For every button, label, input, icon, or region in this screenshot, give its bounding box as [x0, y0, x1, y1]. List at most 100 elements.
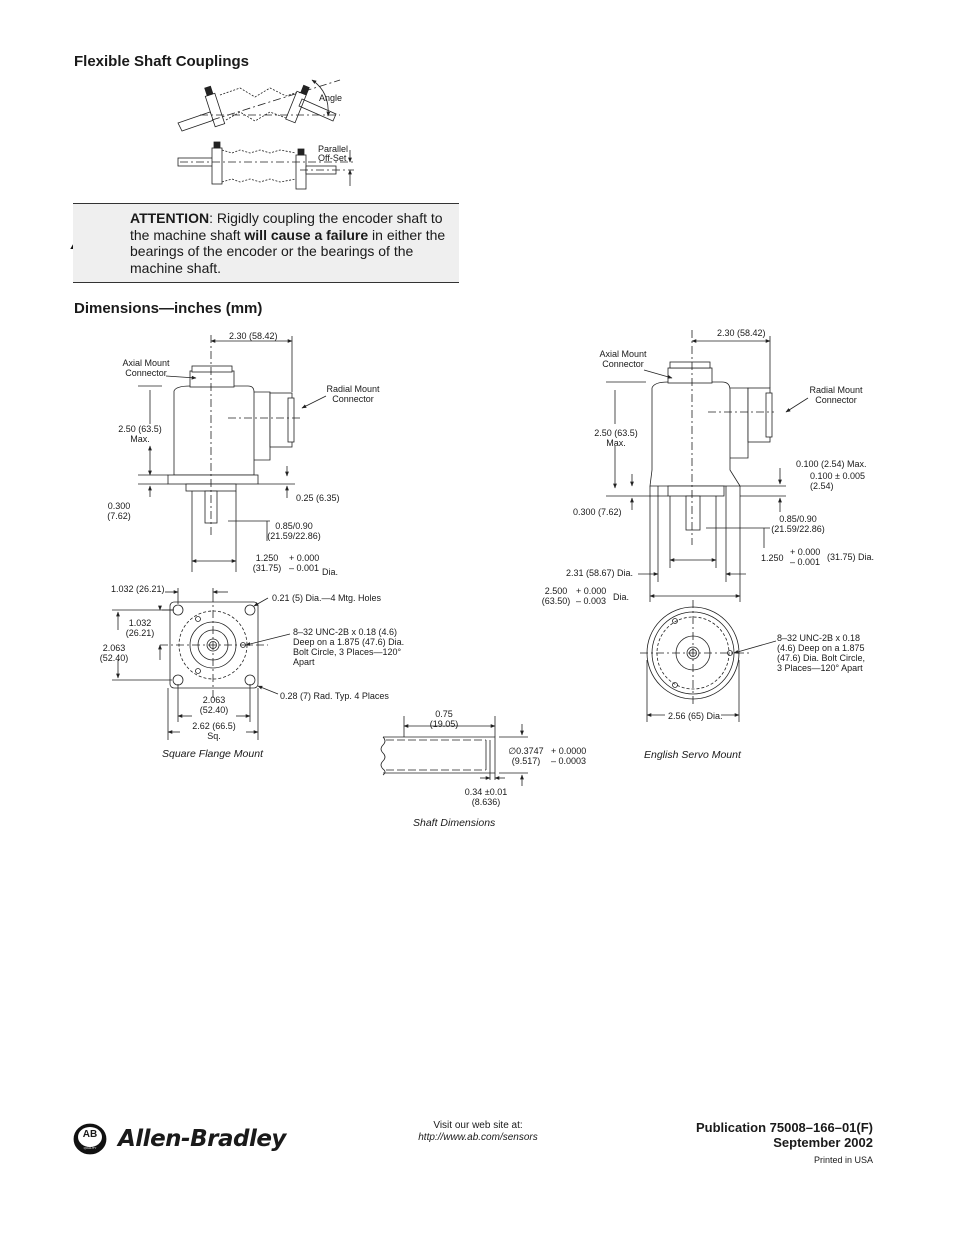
square-mount-front-view [112, 588, 291, 740]
sq-flange-label: 0.300(7.62) [104, 501, 134, 521]
sq-shaft-len-line1: 0.85/0.90 [275, 521, 313, 531]
shaft-flat-label: 0.34 ±0.01(8.636) [458, 787, 514, 807]
servo-height-line1: 2.50 (63.5) [594, 428, 638, 438]
servo-axial-line2: Connector [602, 359, 644, 369]
servo-flange-dia: 2.500(63.50) [540, 586, 572, 606]
attention-text-part2: in either the bearings of the encoder or… [130, 226, 446, 276]
servo-shaft-len-line2: (21.59/22.86) [771, 524, 825, 534]
servo-flange-dia-line2: (63.50) [541, 596, 571, 606]
sq-overall-line2: Sq. [207, 731, 221, 741]
servo-height-label: 2.50 (63.5)Max. [590, 428, 642, 448]
couplings-heading: Flexible Shaft Couplings [74, 53, 250, 70]
sq-flange-line2: (7.62) [107, 511, 131, 521]
shaft-dia-line1: ∅0.3747 [508, 746, 544, 756]
sq-height-label: 2.50 (63.5)Max. [114, 424, 166, 444]
sq-mtg-holes: 0.21 (5) Dia.—4 Mtg. Holes [272, 593, 382, 603]
servo-radial-line2: Connector [815, 395, 857, 405]
dimensions-heading: Dimensions—inches (mm) [74, 300, 263, 317]
sq-overall-line1: 2.62 (66.5) [192, 721, 236, 731]
sq-pilot-dia-line2: (31.75) [252, 563, 282, 573]
sq-bottom-dim: 2.063(52.40) [196, 695, 232, 715]
servo-tol-line2: (2.54) [810, 481, 834, 491]
sq-pilot-dia-line1: 1.250 [255, 553, 279, 563]
publication-number: Publication 75008–166–01(F) [695, 1120, 873, 1135]
servo-mount-side-view [606, 330, 809, 602]
sq-bolt-line2: Deep on a 1.875 (47.6) Dia. [293, 637, 405, 647]
parallel-label: Parallel Off-Set [318, 145, 348, 163]
shaft-caption: Shaft Dimensions [413, 817, 496, 829]
parallel-label-line1: Parallel [318, 144, 349, 154]
sq-radial-line2: Connector [332, 394, 374, 404]
servo-height-line2: Max. [606, 438, 626, 448]
ab-logo-letters: AB [82, 1129, 98, 1140]
shaft-dia-line2: (9.517) [511, 756, 541, 766]
servo-tol-line1: 0.100 ± 0.005 [810, 471, 865, 481]
angle-label: Angle [319, 93, 343, 103]
brand-name: Allen-Bradley [118, 1126, 286, 1152]
sq-pilot-dia: 1.250(31.75) [252, 553, 282, 573]
publication-block: Publication 75008–166–01(F) September 20… [640, 1120, 873, 1165]
servo-max-note: 0.100 (2.54) Max. [796, 459, 867, 469]
servo-width-top: 2.30 (58.42) [717, 328, 766, 338]
shaft-len-line1: 0.75 [435, 709, 453, 719]
sq-side-line2: (52.40) [99, 653, 129, 663]
attention-text-part1: : Rigidly coupling the encoder shaft to … [130, 210, 443, 243]
sq-radius-note: 0.28 (7) Rad. Typ. 4 Places [280, 691, 389, 701]
sq-radial-line1: Radial Mount [326, 384, 380, 394]
sq-height-line2: Max. [130, 434, 150, 444]
shaft-len-line2: (19.05) [429, 719, 459, 729]
servo-tol-note: 0.100 ± 0.005(2.54) [810, 471, 865, 491]
parallel-label-line2: Off-Set [318, 153, 347, 163]
shaft-dia-label: ∅0.3747(9.517) [506, 746, 546, 766]
sq-pilot-tol: + 0.000– 0.001 [289, 553, 319, 573]
printed-in: Printed in USA [813, 1155, 873, 1165]
servo-bolt-line2: (4.6) Deep on a 1.875 [777, 643, 865, 653]
shaft-length-label: 0.75(19.05) [426, 709, 462, 729]
sq-bottom-line2: (52.40) [199, 705, 229, 715]
servo-flange-dia-unit: Dia. [613, 592, 630, 602]
shaft-flat-line1: 0.34 ±0.01 [464, 787, 508, 797]
servo-tol-minus: – 0.001 [790, 557, 821, 567]
servo-radial-line1: Radial Mount [809, 385, 863, 395]
sq-bolt-line4: Apart [293, 657, 315, 667]
square-mount-caption: Square Flange Mount [162, 748, 263, 760]
sq-bolt-line1: 8–32 UNC-2B x 0.18 (4.6) [293, 627, 398, 637]
sq-width-top: 2.30 (58.42) [229, 331, 278, 341]
shaft-dimension-drawing [380, 716, 528, 786]
sq-tol-minus: – 0.001 [289, 563, 320, 573]
attention-emphasis: will cause a failure [244, 226, 369, 243]
angle-coupling-drawing [177, 79, 341, 132]
shaft-tol-plus: + 0.0000 [551, 746, 587, 756]
servo-bolt-note: 8–32 UNC-2B x 0.18(4.6) Deep on a 1.875(… [777, 633, 865, 673]
sq-bolt-note: 8–32 UNC-2B x 0.18 (4.6)Deep on a 1.875 … [293, 627, 404, 667]
sq-bottom-line1: 2.063 [202, 695, 226, 705]
servo-flange-tol-minus: – 0.003 [576, 596, 607, 606]
ab-logo-mark [73, 1123, 107, 1155]
sq-height-line1: 2.50 (63.5) [118, 424, 162, 434]
servo-mount-caption: English Servo Mount [644, 749, 741, 761]
servo-flange-dia-line1: 2.500 [544, 586, 568, 596]
sq-side-line1: 2.063 [102, 643, 126, 653]
servo-flange-tol: + 0.000– 0.003 [576, 586, 606, 606]
shaft-flat-line2: (8.636) [471, 797, 501, 807]
sq-axial-line2: Connector [125, 368, 167, 378]
servo-body-dia: 2.31 (58.67) Dia. [566, 568, 634, 578]
servo-bolt-line1: 8–32 UNC-2B x 0.18 [777, 633, 861, 643]
sq-shaft-length: 0.85/0.90(21.59/22.86) [266, 521, 322, 541]
sq-dia-unit: Dia. [322, 567, 339, 577]
footer-url[interactable]: http://www.ab.com/sensors [418, 1132, 538, 1143]
publication-date: September 2002 [773, 1135, 873, 1150]
sq-bolt-line3: Bolt Circle, 3 Places—120° [293, 647, 402, 657]
sq-inner-line2: (26.21) [125, 628, 155, 638]
parallel-coupling-drawing [177, 141, 354, 190]
sq-side-dim: 2.063(52.40) [98, 643, 130, 663]
attention-prefix: ATTENTION [130, 210, 210, 226]
sq-tol-plus: + 0.000 [289, 553, 320, 563]
servo-pilot-mm: (31.75) Dia. [827, 552, 875, 562]
sq-overall-dim: 2.62 (66.5)Sq. [186, 721, 242, 741]
servo-axial-line1: Axial Mount [599, 349, 647, 359]
